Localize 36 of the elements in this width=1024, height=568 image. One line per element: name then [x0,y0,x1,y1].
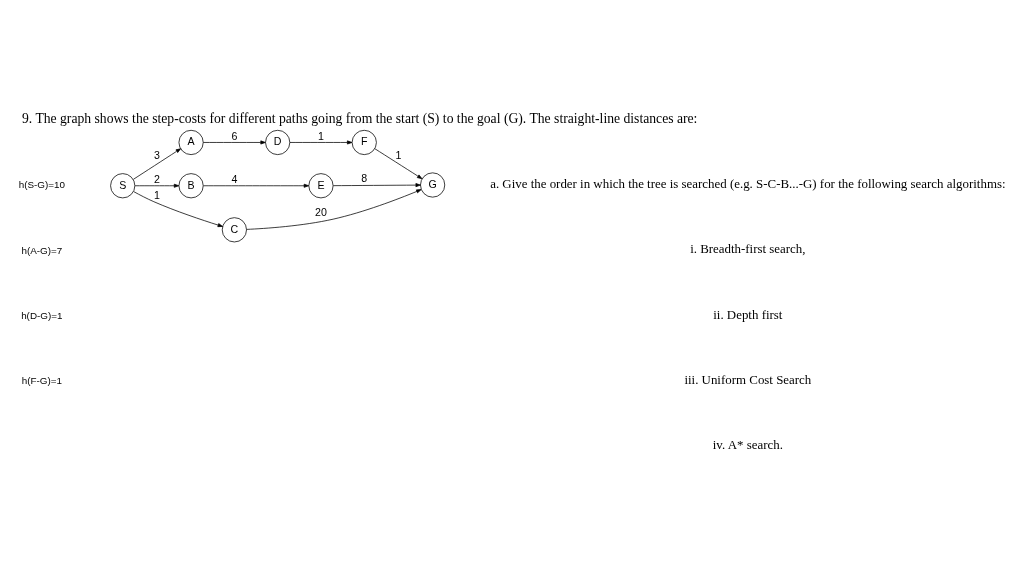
arrow [203,183,310,188]
label: ii. Depth first [713,306,783,322]
label: iii. Uniform Cost Search [684,371,812,387]
node-circle: G [420,171,446,198]
label: h(A-G)=7 [21,244,63,256]
node-circle: B [178,172,204,198]
edge-label: 1 [318,129,324,142]
arrow [202,140,266,144]
edge-label: 20 [315,205,327,218]
arrow [132,147,181,180]
arrow [374,147,423,179]
edge-label: 6 [231,129,238,142]
node-circle: D [265,129,291,155]
node-circle: E [308,172,334,198]
arrow [332,182,421,187]
label: iv. A* search. [712,436,783,452]
label: h(S-G)=10 [18,178,65,190]
node-circle: C [221,216,247,242]
node-circle: S [110,172,136,198]
label: h(F-G)=1 [21,374,62,386]
label: h(D-G)=1 [21,309,63,321]
arrow [246,188,422,230]
edge-label: 1 [395,148,402,161]
diagram-title: 9. The graph shows the step-costs for different paths going from the start (S) to the goal (G). The straight-line distances are: [21,110,698,126]
edge-label: 1 [153,188,160,201]
label: i. Breadth-first search, [690,240,806,256]
edge-label: 8 [361,171,368,184]
node-circle: A [178,129,204,155]
node-circle: F [351,129,377,155]
arrow [289,140,353,144]
edge-label: 4 [231,172,238,185]
edge-label: 2 [153,172,160,185]
arrow [133,190,223,227]
arrow [134,183,180,188]
label: a. Give the order in which the tree is searched (e.g. S-C-B...-G) for the following search algorithms: [490,175,1006,191]
edge-label: 3 [153,148,160,161]
